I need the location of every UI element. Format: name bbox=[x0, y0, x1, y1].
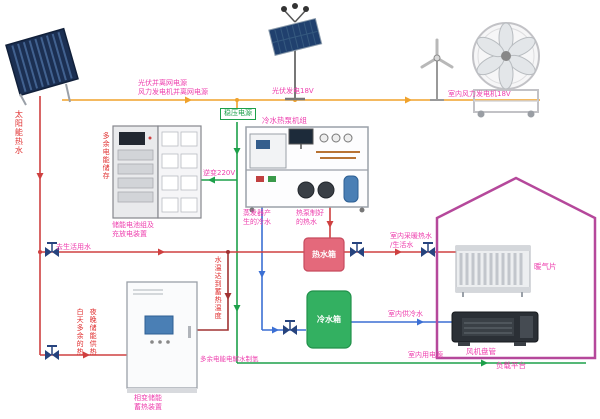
wheel-icon bbox=[477, 110, 485, 118]
valves bbox=[45, 242, 435, 360]
flow-arrow bbox=[233, 148, 241, 155]
flow-arrow bbox=[326, 221, 334, 228]
cold-water-lines bbox=[258, 207, 452, 334]
valve-hot-tank-outlet bbox=[350, 242, 364, 257]
wheel-icon bbox=[359, 207, 365, 213]
flow-arrow bbox=[395, 248, 402, 256]
gauge-icon bbox=[343, 133, 353, 143]
flow-arrow bbox=[36, 173, 44, 180]
flow-arrow bbox=[208, 176, 215, 184]
battery-cabinet-left bbox=[112, 125, 159, 219]
cold-water-tank bbox=[306, 290, 352, 349]
gauge-icon bbox=[319, 133, 329, 143]
storage-hot-line bbox=[197, 250, 232, 331]
battery-cabinet-right bbox=[157, 125, 202, 219]
flow-arrow bbox=[185, 96, 192, 104]
valve-storage-supply bbox=[45, 345, 59, 360]
fan-coil-unit bbox=[451, 311, 539, 346]
heat-pump-bench bbox=[245, 126, 369, 213]
valve-cold-tank-inlet bbox=[283, 320, 297, 335]
flow-arrow bbox=[272, 326, 279, 334]
flow-arrow bbox=[405, 96, 412, 104]
wheel-icon bbox=[249, 207, 255, 213]
tank-vessel-icon bbox=[343, 175, 359, 203]
house-outline bbox=[435, 176, 597, 360]
wheel-icon bbox=[527, 110, 535, 118]
lamp-icon bbox=[292, 3, 298, 9]
solar-collector bbox=[5, 27, 79, 106]
cold-tank-label: 冷水箱 bbox=[317, 315, 341, 324]
flow-arrow bbox=[258, 271, 266, 278]
radiator bbox=[455, 245, 531, 297]
wind-turbine bbox=[420, 38, 454, 101]
gauge-icon bbox=[331, 133, 341, 143]
valve-hot-supply-left bbox=[45, 242, 59, 257]
screen-icon bbox=[144, 315, 174, 335]
pv-panel-station bbox=[268, 3, 323, 101]
flow-arrow bbox=[481, 359, 488, 367]
thermal-storage-cabinet bbox=[126, 281, 198, 393]
flow-arrow bbox=[417, 318, 424, 326]
wind-fan-trainer bbox=[472, 22, 540, 118]
voltage-regulator-box: 稳压电源 bbox=[220, 108, 256, 120]
flow-arrow bbox=[158, 248, 165, 256]
power-lines-green bbox=[201, 122, 586, 367]
lamp-icon bbox=[303, 6, 309, 12]
valve-house-heating-inlet bbox=[421, 242, 435, 257]
monitor-icon bbox=[288, 128, 314, 145]
flow-arrow bbox=[83, 351, 90, 359]
hot-water-tank bbox=[303, 237, 345, 272]
compressor-icon bbox=[297, 181, 315, 199]
hot-tank-label: 热水箱 bbox=[312, 250, 336, 259]
handle-icon bbox=[188, 326, 191, 338]
flow-arrow bbox=[233, 305, 241, 312]
lamp-icon bbox=[281, 6, 287, 12]
flow-arrow bbox=[224, 293, 232, 300]
compressor-icon bbox=[317, 181, 335, 199]
